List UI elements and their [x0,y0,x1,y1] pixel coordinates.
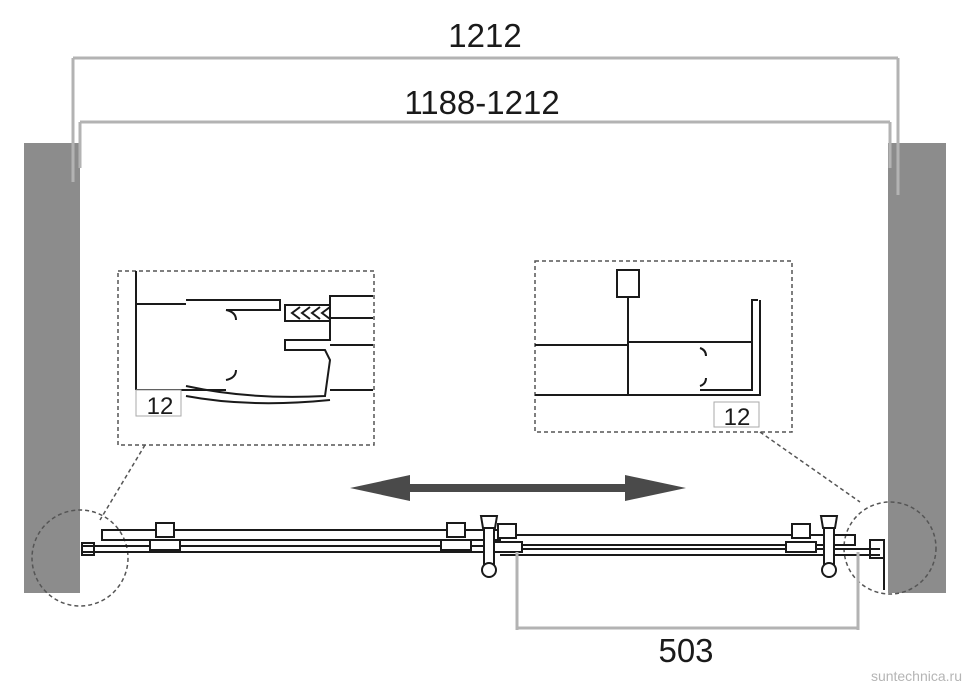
roller-1 [149,522,181,551]
right-callout-value: 12 [724,404,751,431]
handle-right [819,515,839,578]
right-wall [888,143,946,593]
left-wall [24,143,80,593]
double-arrow-icon [350,475,686,501]
passage-dimension-line [515,552,860,630]
passage-width-label: 503 [658,632,713,669]
left-detail-circle [31,509,129,607]
watermark: suntechnica.ru [870,668,962,684]
overall-dimension-line [71,56,900,195]
left-callout-value: 12 [147,393,174,420]
range-width-label: 1188-1212 [404,84,559,121]
roller-2 [440,522,472,551]
handle-left [479,515,499,578]
roller-4 [785,523,817,553]
left-detail-callout: 12 [117,270,375,446]
overall-width-label: 1212 [448,17,521,54]
range-dimension-line [78,120,892,168]
right-detail-circle [843,501,937,595]
right-detail-callout: 12 [534,260,793,433]
roller-3 [491,523,523,553]
right-leader-line [759,431,861,503]
left-leader-line [99,444,146,521]
